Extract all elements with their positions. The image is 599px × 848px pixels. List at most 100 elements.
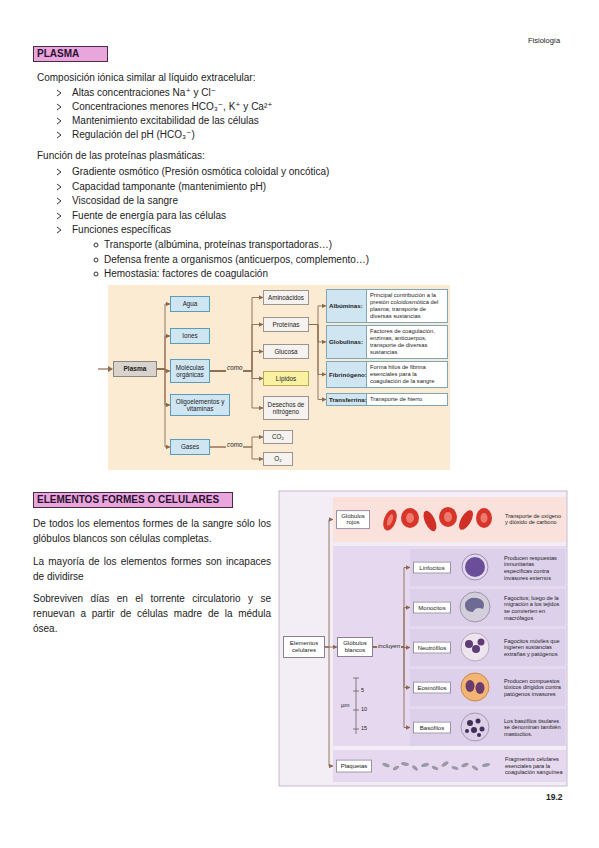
connector [309, 325, 326, 342]
node-description: Fagocitos móviles que ingieren sustancia… [504, 637, 562, 657]
protein-row: Globulinas:Factores de coagulación, enzi… [326, 325, 448, 359]
running-header: Fisiología [528, 36, 560, 45]
bullet-chevron [57, 198, 61, 204]
node-label: Monocitos [413, 601, 451, 614]
connector [325, 520, 333, 648]
bullet-text: Fuente de energía para las células [72, 210, 226, 222]
section-heading: PLASMA [33, 46, 108, 62]
protein-row: Transferrina:Transporte de hierro [326, 393, 448, 406]
node-label: Glóbulos blancos [339, 640, 371, 654]
bullet-chevron [57, 213, 61, 219]
protein-row: Fibrinógeno:Forma hilos de fibrina esenc… [326, 361, 448, 388]
connector-word: como [226, 364, 243, 372]
component-box: Iones [170, 328, 210, 344]
cell-row: Glóbulos rojosTransporte de oxígeno y di… [333, 497, 566, 542]
bullet-text: Funciones específicas [72, 224, 171, 236]
connector [210, 352, 263, 372]
cells-panel [279, 491, 567, 786]
molecule-box: Aminoácidos [263, 290, 309, 305]
connector [210, 447, 263, 459]
connector [157, 369, 170, 405]
paragraph: La mayoría de los elementos formes son i… [33, 554, 271, 584]
node-label: Albúminas: [327, 290, 367, 322]
node-description: Fragmentos celulares esenciales para la … [505, 756, 563, 776]
paragraph: Sobreviven días en el torrente circulato… [33, 591, 271, 636]
node-description: Producen compuestos tóxicos dirigidos co… [504, 677, 562, 697]
connector [373, 608, 410, 648]
incoming-arrow-line [98, 368, 109, 369]
scale-tick [353, 710, 359, 711]
node-label: Aminoácidos [268, 294, 304, 301]
molecule-box: Desechos de nitrógeno [263, 396, 309, 420]
page-number: 19.2 [546, 792, 563, 802]
group-box: Glóbulos blancos [337, 637, 373, 657]
bullet-text: Mantenimiento excitabilidad de las célul… [72, 115, 259, 127]
gas-box: CO₂ [263, 430, 293, 444]
bullet-circle [94, 258, 98, 262]
bullet-text: Regulación del pH (HCO₃⁻) [72, 129, 195, 141]
node-description: Los basófilos tisulares se denominan tam… [504, 717, 562, 737]
plasma-panel [108, 285, 450, 470]
cell-row: LinfocitosProducen respuestas inmunitari… [410, 549, 565, 586]
node-label: Lípidos [276, 375, 296, 382]
cell-row: Eosinófilos Producen compuestos tóxicos d… [410, 669, 565, 706]
connector-word: como [226, 441, 243, 449]
bullet-text: Gradiente osmótico (Presión osmótica col… [72, 166, 329, 178]
scale-bar [353, 678, 359, 734]
scale-tick [353, 729, 359, 730]
connector [157, 304, 170, 369]
molecule-box: Glucosa [263, 344, 309, 359]
node-description: Forma hilos de fibrina esenciales para l… [367, 362, 447, 387]
node-label: Glucosa [274, 348, 297, 355]
node-label: Neutrófilos [413, 641, 451, 654]
component-box: Oligoelementos y vitaminas [170, 394, 230, 416]
sub-bullet-text: Transporte (albúmina, proteínas transpor… [104, 239, 332, 251]
node-label: PLASMA [37, 47, 107, 61]
scale-value: 5 [361, 687, 364, 694]
bullet-chevron [57, 184, 61, 190]
connector-word: incluyen [377, 643, 401, 650]
root-box: Elementos celulares [283, 636, 325, 658]
connector [309, 325, 326, 375]
node-label: Gases [181, 443, 199, 450]
node-label: Eosinófilos [413, 681, 451, 694]
bullet-chevron [57, 227, 61, 233]
node-label: Plaquetas [336, 760, 372, 773]
cell-row: MonocitosFagocitos; luego de la migració… [410, 589, 565, 626]
scale-value: 10 [361, 706, 367, 713]
scale-tick [353, 678, 359, 679]
bullet-text: Viscosidad de la sangre [72, 195, 178, 207]
scale-unit: µm [341, 702, 349, 709]
bullet-circle [94, 243, 98, 247]
cell-row: BasófilosLos basófilos tisulares se deno… [410, 709, 565, 746]
node-label: Oligoelementos y vitaminas [172, 398, 228, 412]
component-box: Gases [170, 439, 210, 455]
connector [157, 336, 170, 369]
node-description: Principal contribución a la presión colo… [367, 290, 447, 322]
protein-row: Albúminas:Principal contribución a la pr… [326, 289, 448, 323]
bullet-circle [94, 272, 98, 276]
connector [309, 325, 326, 400]
bullet-chevron [57, 132, 61, 138]
scale-line [356, 678, 357, 734]
node-label: Desechos de nitrógeno [265, 401, 307, 415]
node-label: Moléculas orgánicas [172, 364, 208, 378]
bullet-text: Concentraciones menores HCO₃⁻, K⁺ y Ca²⁺ [72, 101, 273, 113]
component-box: Agua [170, 296, 210, 312]
scale-tick [353, 691, 359, 692]
node-label: Iones [182, 332, 197, 339]
node-label: ELEMENTOS FORMES O CELULARES [37, 493, 232, 507]
node-label: Globulinas: [327, 326, 367, 358]
node-label: Transferrina: [327, 394, 367, 405]
connector [210, 371, 263, 379]
paragraph: De todos los elementos formes de la sang… [33, 516, 271, 546]
node-description: Factores de coagulación, enzimas, anticu… [367, 326, 447, 358]
cell-row: Plaquetas Fragmentos celulares esenciales… [333, 750, 566, 782]
bullet-text: Altas concentraciones Na⁺ y Cl⁻ [72, 87, 216, 99]
list-intro: Composición iónica similar al líquido ex… [37, 72, 255, 84]
list-intro: Función de las proteínas plasmáticas: [37, 150, 205, 162]
node-label: CO₂ [272, 433, 284, 440]
node-label: Proteínas [273, 321, 300, 328]
section-heading: ELEMENTOS FORMES O CELULARES [33, 492, 233, 508]
